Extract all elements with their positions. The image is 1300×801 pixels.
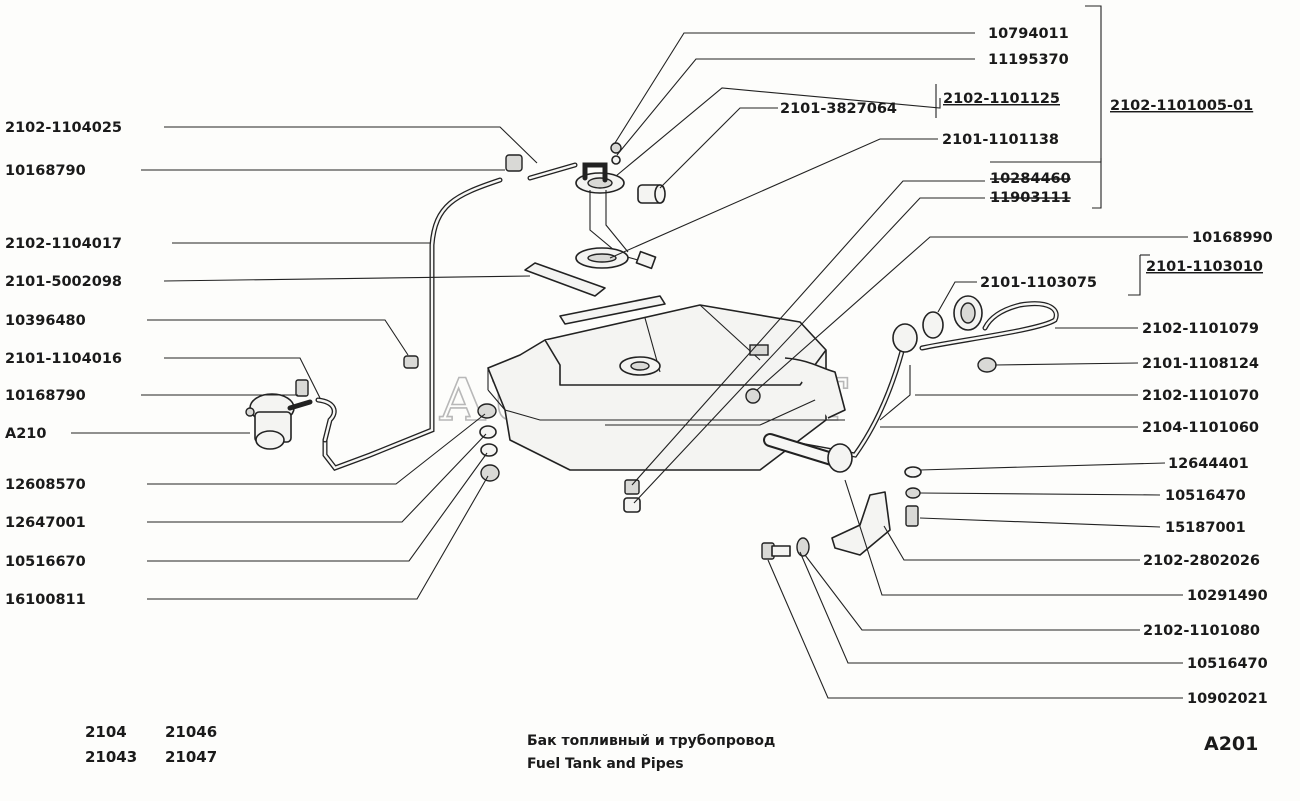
callout-label: 12608570 [5,477,86,493]
bolt-10902021 [761,542,791,560]
washer-12647001 [479,425,497,439]
callout-label: 10794011 [988,26,1069,42]
fuel-pipe-2102-1104017 [322,177,503,471]
model-code: 21046 [165,723,217,741]
bolt-15187001 [905,505,919,527]
gasket-strip [524,262,606,297]
callout-label: 2104-1101060 [1142,420,1259,436]
callout-label: 16100811 [5,592,86,608]
callout-label: 2102-1101070 [1142,388,1259,404]
right-callouts: 10794011 11195370 2102-1101125 2101-3827… [780,26,1273,707]
filler-hose [763,433,853,473]
fuel-level-sender [575,162,657,270]
callout-label: 2102-2802026 [1143,553,1260,569]
bolt-16100811 [480,464,500,482]
filler-cap [953,295,983,331]
callout-label: 2102-1104025 [5,120,122,136]
model-code: 2104 [85,723,127,741]
callout-label: 10396480 [5,313,86,329]
callout-label: 10168790 [5,388,86,404]
callout-label: 10516470 [1187,656,1268,672]
washer-10516670 [480,443,498,457]
callout-label: 2101-3827064 [780,101,897,117]
callout-label: 10168990 [1192,230,1273,246]
small-washer [611,155,621,165]
callout-label: 15187001 [1165,520,1246,536]
title-ru: Бак топливный и трубопровод [527,733,775,749]
callout-label: 10516470 [1165,488,1246,504]
drain-washer [623,497,641,513]
grommet-10396480 [403,355,419,369]
callout-label: 2101-1108124 [1142,356,1259,372]
pump-hose [315,397,337,443]
footer: 2104 21046 21043 21047 Бак топливный и т… [85,723,1258,772]
gasket-strip [559,295,666,325]
vent-hose [919,301,1059,351]
callout-label: 10902021 [1187,691,1268,707]
filter-cylinder [637,184,666,204]
drain-plug [624,479,640,495]
callout-label: 11195370 [988,52,1069,68]
pump-clamp [295,379,309,397]
washer-12644401 [904,466,922,478]
leader-lines-right [609,32,1188,699]
callout-label: 2101-1103010 [1146,259,1263,275]
title-en: Fuel Tank and Pipes [527,756,684,772]
callout-label: 11903111 [990,190,1071,206]
clip-10168990 [745,388,761,404]
fuel-pump [245,393,313,450]
callout-label: 2101-1101138 [942,132,1059,148]
filler-bracket [831,491,891,556]
washer-bottom [796,537,810,557]
filler-neck [797,323,918,458]
small-nut [610,142,622,154]
callout-label: 2102-1101080 [1143,623,1260,639]
callout-label: 2102-1104017 [5,236,122,252]
page-code: A201 [1204,733,1258,755]
callout-label: 10168790 [5,163,86,179]
model-code: 21047 [165,748,217,766]
callout-label: 12647001 [5,515,86,531]
callout-label: A210 [5,426,47,442]
callout-label: 10516670 [5,554,86,570]
callout-label: 2101-5002098 [5,274,122,290]
hose-2102-1104025 [527,162,578,181]
callout-label: 12644401 [1168,456,1249,472]
callout-label: 10291490 [1187,588,1268,604]
callout-label: 2102-1101125 [943,91,1060,107]
callout-label: 10284460 [990,171,1071,187]
assembly-brackets [935,5,1150,296]
model-code: 21043 [85,748,137,766]
left-callouts: 2102-1104025 10168790 2102-1104017 2101-… [5,120,122,608]
callout-label: 2102-1101079 [1142,321,1259,337]
washer-10516470 [905,487,921,499]
filler-cap-gasket [922,311,944,339]
hose-clamp [505,154,523,172]
leader-lines-left [71,126,538,600]
callout-label: 2101-1103075 [980,275,1097,291]
assembly-label: 2102-1101005-01 [1110,98,1253,114]
vent-grommet [977,357,997,373]
callout-label: 2101-1104016 [5,351,122,367]
fuel-tank [487,304,846,471]
nut-12608570 [477,403,497,419]
